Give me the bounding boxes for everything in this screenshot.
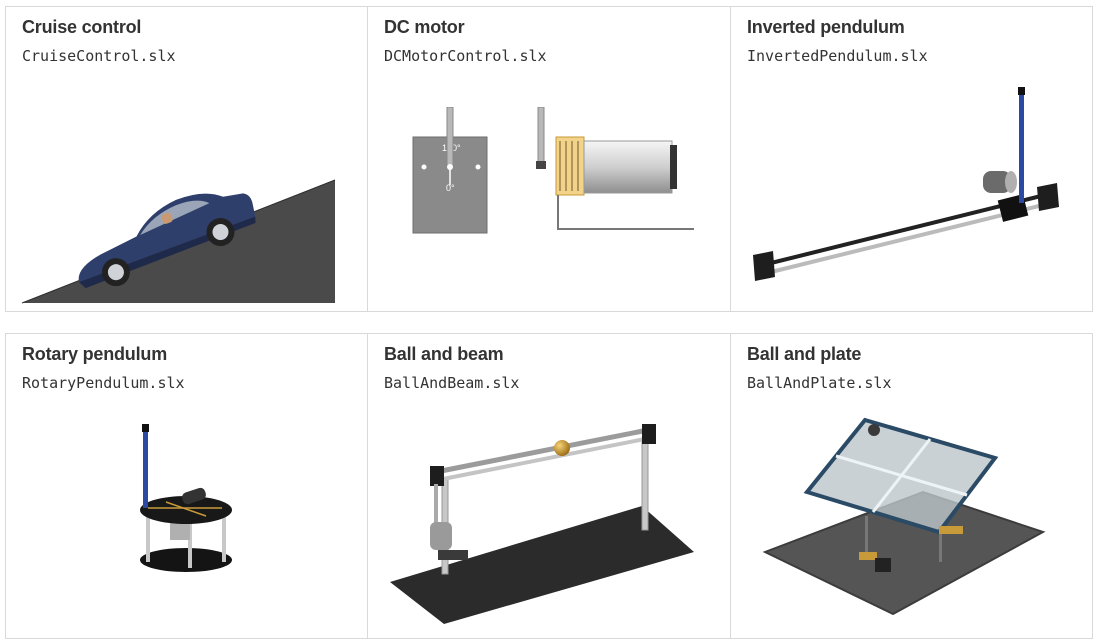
model-filename[interactable]: BallAndPlate.slx [747,374,892,392]
model-filename[interactable]: DCMotorControl.slx [384,47,547,65]
model-filename[interactable]: CruiseControl.slx [22,47,176,65]
model-title: Rotary pendulum [22,344,168,364]
model-card-rotary-pendulum[interactable]: Rotary pendulum RotaryPendulum.slx [6,334,366,638]
divider [730,333,731,639]
model-card-inverted-pendulum[interactable]: Inverted pendulum InvertedPendulum.slx [731,7,1092,311]
model-filename[interactable]: InvertedPendulum.slx [747,47,928,65]
model-card-dc-motor[interactable]: DC motor DCMotorControl.slx 180° 0° [368,7,729,311]
model-card-ball-and-plate[interactable]: Ball and plate BallAndPlate.slx [731,334,1092,638]
divider [367,333,368,639]
dc-motor-illustration: 180° 0° [412,107,694,234]
inverted-pendulum-illustration [753,87,1059,281]
model-card-ball-and-beam[interactable]: Ball and beam BallAndBeam.slx [368,334,729,638]
model-card-cruise-control[interactable]: Cruise control CruiseControl.slx [6,7,366,311]
dial-label-bottom: 0° [446,183,455,193]
model-title: DC motor [384,17,465,37]
rotary-pendulum-illustration [140,424,232,572]
divider [367,6,368,312]
divider [730,6,731,312]
model-title: Ball and plate [747,344,862,364]
model-title: Inverted pendulum [747,17,905,37]
model-title: Ball and beam [384,344,504,364]
ball-and-plate-illustration [763,417,1046,616]
ball-and-beam-illustration [390,424,694,624]
cruise-control-illustration [21,179,336,304]
model-title: Cruise control [22,17,142,37]
gallery-row-2 [5,333,1093,639]
model-filename[interactable]: BallAndBeam.slx [384,374,520,392]
model-filename[interactable]: RotaryPendulum.slx [22,374,185,392]
gallery-row-1 [5,6,1093,312]
